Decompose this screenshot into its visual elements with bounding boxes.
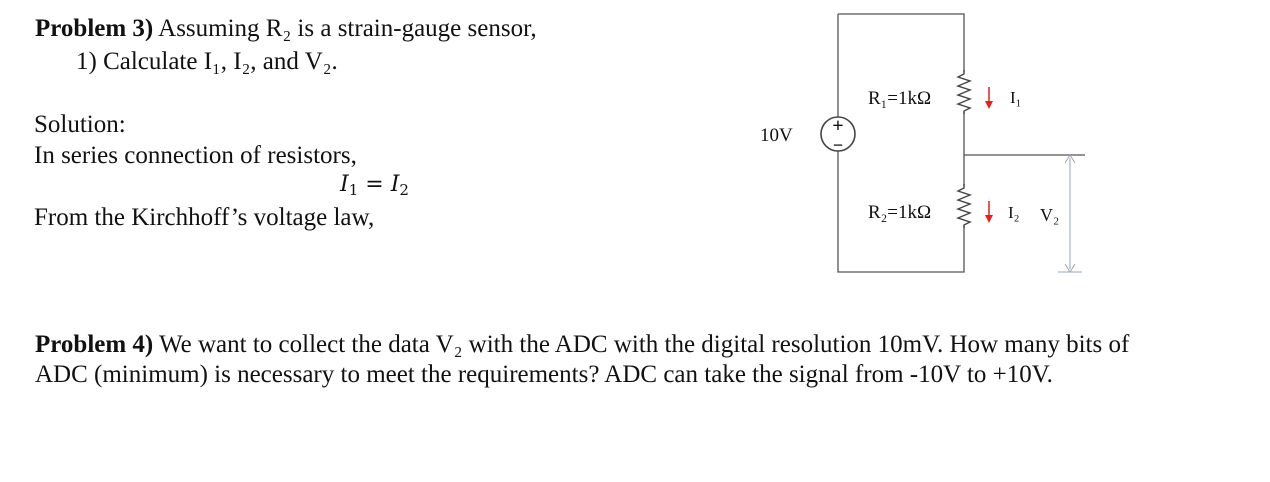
- eq-lhs: I: [340, 172, 349, 197]
- source-label: 10V: [760, 125, 793, 146]
- solution-heading: Solution:: [34, 111, 126, 138]
- problem3-title: Problem 3) Assuming R₂ is a strain-gauge…: [35, 14, 537, 44]
- problem4-line1: Problem 4) We want to collect the data V…: [35, 330, 1129, 360]
- eq-rhs: I: [390, 172, 400, 197]
- voltage-source: + −: [820, 115, 856, 155]
- eq-rhs-sub: 2: [399, 181, 409, 199]
- problem4-text1: We want to collect the data V₂ with the …: [153, 331, 1130, 358]
- problem3-statement: Assuming R₂ is a strain-gauge sensor,: [153, 15, 537, 42]
- problem3-heading: Problem 3): [35, 15, 154, 42]
- circuit-diagram: + − 10V R₁=1kΩ R₂=1kΩ I₁ I₂ V₂: [760, 13, 1085, 273]
- eq-lhs-sub: 1: [348, 181, 359, 199]
- circuit-wires: [837, 13, 1085, 273]
- problem4-line2: ADC (minimum) is necessary to meet the r…: [35, 361, 1053, 388]
- solution-line2: From the Kirchhoff’s voltage law,: [34, 204, 375, 231]
- solution-line1: In series connection of resistors,: [34, 142, 357, 169]
- eq-op: =: [365, 172, 384, 197]
- resistor-r2: [956, 184, 972, 228]
- problem3-item: 1) Calculate I₁, I₂, and V₂.: [76, 48, 338, 75]
- resistor-r1: [956, 70, 972, 114]
- source-plus: +: [832, 115, 843, 137]
- current-arrow-i2: [985, 201, 993, 223]
- current-equation: I1 = I2: [340, 170, 409, 205]
- r2-label: R₂=1kΩ: [868, 202, 931, 223]
- i1-label: I₁: [1010, 88, 1022, 107]
- v2-dimension: [1058, 154, 1082, 273]
- i2-label: I₂: [1008, 203, 1020, 222]
- problem4-heading: Problem 4): [35, 331, 154, 358]
- current-arrow-i1: [985, 87, 993, 109]
- v2-label: V₂: [1040, 205, 1059, 225]
- r1-label: R₁=1kΩ: [868, 88, 931, 109]
- source-minus: −: [833, 135, 843, 155]
